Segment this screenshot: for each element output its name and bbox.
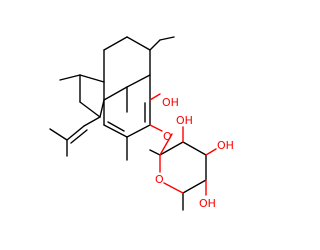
oh-sugar-bottom-label: OH [199, 197, 216, 210]
carbon-skeleton [49, 36, 207, 211]
atom-labels: OH O OH O OH OH [155, 96, 234, 210]
oh-sugar-top-label: OH [176, 114, 193, 127]
heteroatom-bonds [149, 93, 217, 196]
oh-sugar-right-label: OH [217, 139, 234, 152]
ring-oxygen-label: O [155, 173, 164, 186]
molecule-structure: OH O OH O OH OH [49, 36, 234, 211]
ether-oxygen-label: O [163, 130, 172, 143]
structure-canvas: OH O OH O OH OH [49, 36, 234, 211]
oh-phenol-label: OH [162, 96, 179, 109]
